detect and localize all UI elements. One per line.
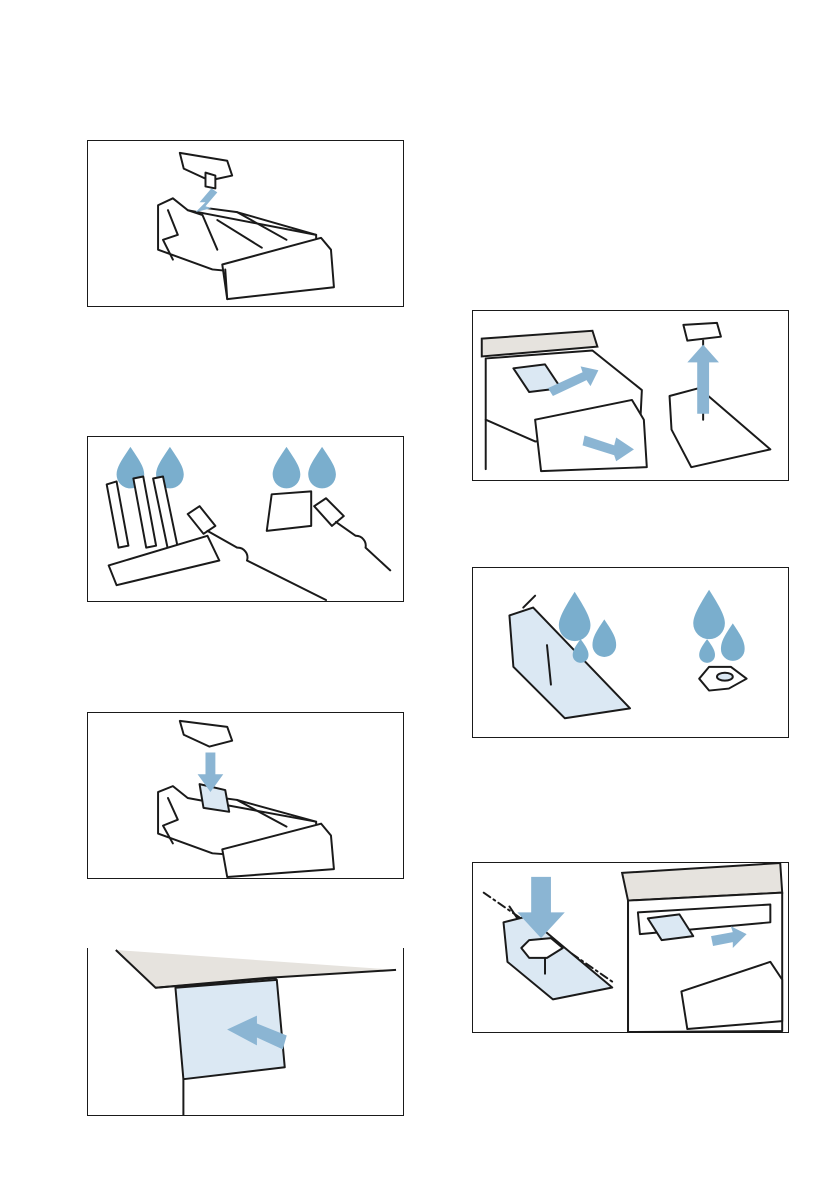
drawer-insert-removal-illustration (88, 141, 403, 306)
drawer-insert-refit-illustration (88, 713, 403, 878)
drawer-icon (158, 784, 334, 877)
figure-remove-syphon-cap (472, 310, 789, 481)
figure-close-drawer (87, 948, 404, 1116)
insert-icon (180, 721, 232, 747)
syphon-cap-refit-illustration (473, 863, 788, 1032)
figure-refit-insert (87, 712, 404, 879)
water-drop-icon (559, 590, 745, 663)
insert-cleaning-illustration (88, 437, 403, 601)
water-drop-icon (117, 447, 336, 488)
figure-clean-syphon (472, 567, 789, 738)
figure-clean-insert (87, 436, 404, 602)
figure-remove-insert (87, 140, 404, 307)
drawer-close-illustration (88, 948, 403, 1115)
drawer-icon (158, 198, 334, 299)
syphon-cap-removal-illustration (473, 311, 788, 480)
cap-icon (699, 667, 746, 691)
figure-refit-syphon-cap (472, 862, 789, 1033)
cap-icon (670, 323, 771, 467)
syphon-cleaning-illustration (473, 568, 788, 737)
insert-icon (180, 153, 232, 189)
